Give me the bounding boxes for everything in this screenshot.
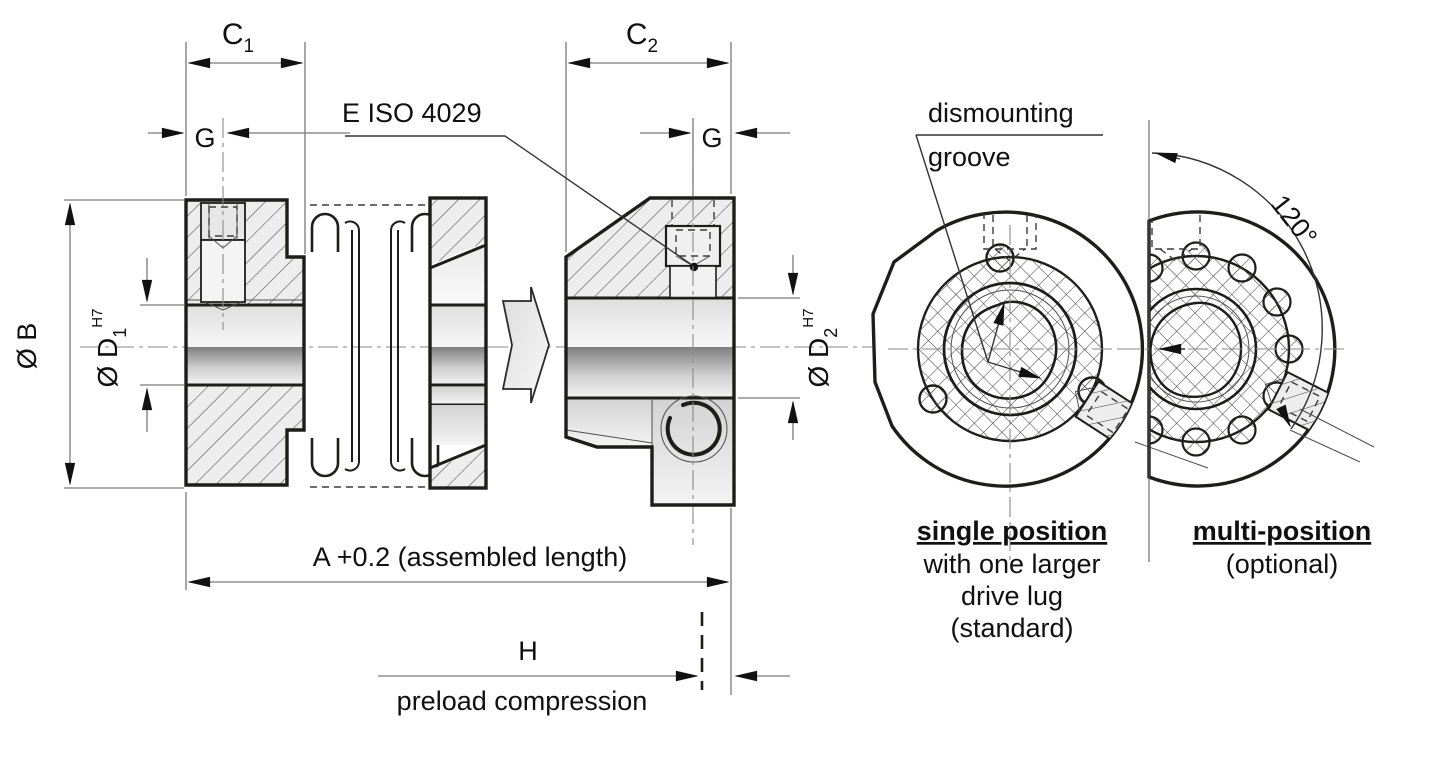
dim-preload: H preload compression <box>378 612 790 716</box>
label-preload: preload compression <box>397 686 648 716</box>
bore-multi <box>1149 301 1243 398</box>
label-h: H <box>518 636 538 666</box>
callout-dismounting-groove: dismounting groove <box>915 98 1103 379</box>
caption-multi-line1: (optional) <box>1226 549 1339 579</box>
bore-single <box>960 300 1058 400</box>
captions: single position with one larger drive lu… <box>917 516 1371 643</box>
set-screw-top-multi <box>1151 211 1201 262</box>
retaining-ring <box>660 395 728 463</box>
label-c2: C2 <box>626 18 658 57</box>
dim-g-right: G <box>640 118 790 196</box>
spring-element <box>310 204 440 488</box>
dim-g-left: G <box>148 123 350 153</box>
caption-single-line3: (standard) <box>950 613 1073 643</box>
dim-assembled-length: A +0.2 (assembled length) <box>185 492 732 695</box>
label-set-screw-note: E ISO 4029 <box>342 98 482 128</box>
dimensions: C1 G C2 G Ø B <box>12 18 841 716</box>
elastomer-ring-single <box>916 243 1107 443</box>
caption-single-title: single position <box>917 516 1108 546</box>
label-phi-b: Ø B <box>12 323 42 370</box>
callout-set-screw: E ISO 4029 <box>342 98 693 266</box>
label-phi-d1: Ø D1H7 <box>89 309 130 388</box>
caption-single-line2: drive lug <box>961 581 1063 611</box>
label-phi-d2: Ø D2H7 <box>800 309 841 388</box>
label-c1: C1 <box>222 18 254 57</box>
label-g-left: G <box>194 123 215 153</box>
caption-multi-title: multi-position <box>1193 516 1371 546</box>
set-screw-left <box>200 118 246 330</box>
front-view-single: dismounting groove <box>871 98 1209 562</box>
dim-c2: C2 <box>565 18 732 252</box>
label-dismounting-2: groove <box>928 142 1011 172</box>
label-assembled-length: A +0.2 (assembled length) <box>313 542 627 572</box>
assembly-direction-arrow <box>501 286 550 404</box>
dim-phi-d1: Ø D1H7 <box>89 258 184 432</box>
dim-phi-d2: Ø D2H7 <box>738 255 841 440</box>
hub-section-view <box>564 130 736 545</box>
set-screw-top-single <box>983 212 1037 262</box>
dim-phi-b: Ø B <box>12 199 184 489</box>
cone-sleeve <box>428 196 488 490</box>
left-hub <box>184 118 306 487</box>
assembled-section-view <box>184 118 488 490</box>
set-screw-right <box>664 130 722 545</box>
label-angle: 120° <box>1265 189 1323 251</box>
label-g-right: G <box>701 123 722 153</box>
dim-c1: C1 <box>185 18 306 254</box>
label-dismounting-1: dismounting <box>928 98 1074 128</box>
caption-single-line1: with one larger <box>922 549 1100 579</box>
